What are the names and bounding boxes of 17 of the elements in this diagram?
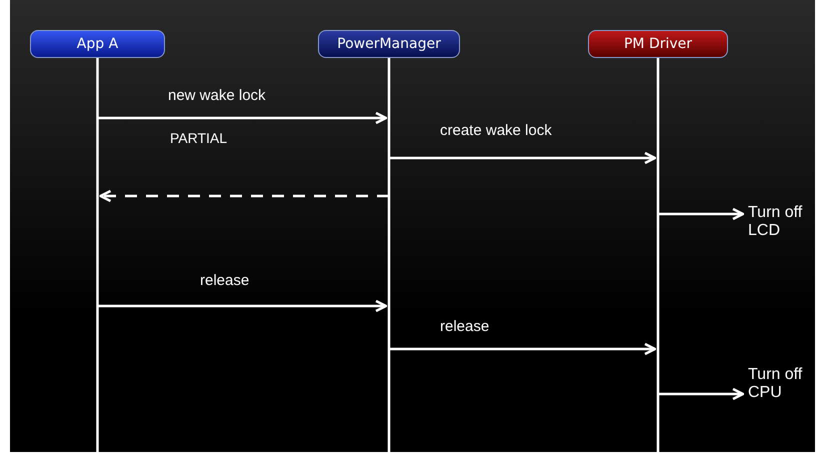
- message-label: release: [440, 318, 490, 335]
- message-arrow: [98, 112, 388, 124]
- message-label: new wake lock: [168, 87, 266, 104]
- message-label: create wake lock: [440, 122, 552, 139]
- participant-box: PowerManager: [318, 30, 460, 58]
- message-arrow: [389, 152, 656, 164]
- message-label: release: [200, 272, 250, 289]
- message-arrow: [389, 342, 656, 356]
- participant-box: PM Driver: [588, 30, 728, 58]
- action-text: Turn off CPU: [748, 366, 810, 402]
- message-note: PARTIAL: [170, 130, 228, 146]
- action-text: Turn off LCD: [748, 204, 810, 240]
- message-arrow: [98, 300, 388, 312]
- message-arrow: [99, 190, 389, 202]
- participant-box: App A: [30, 30, 165, 58]
- message-arrow: [658, 208, 744, 220]
- message-arrow: [658, 388, 744, 400]
